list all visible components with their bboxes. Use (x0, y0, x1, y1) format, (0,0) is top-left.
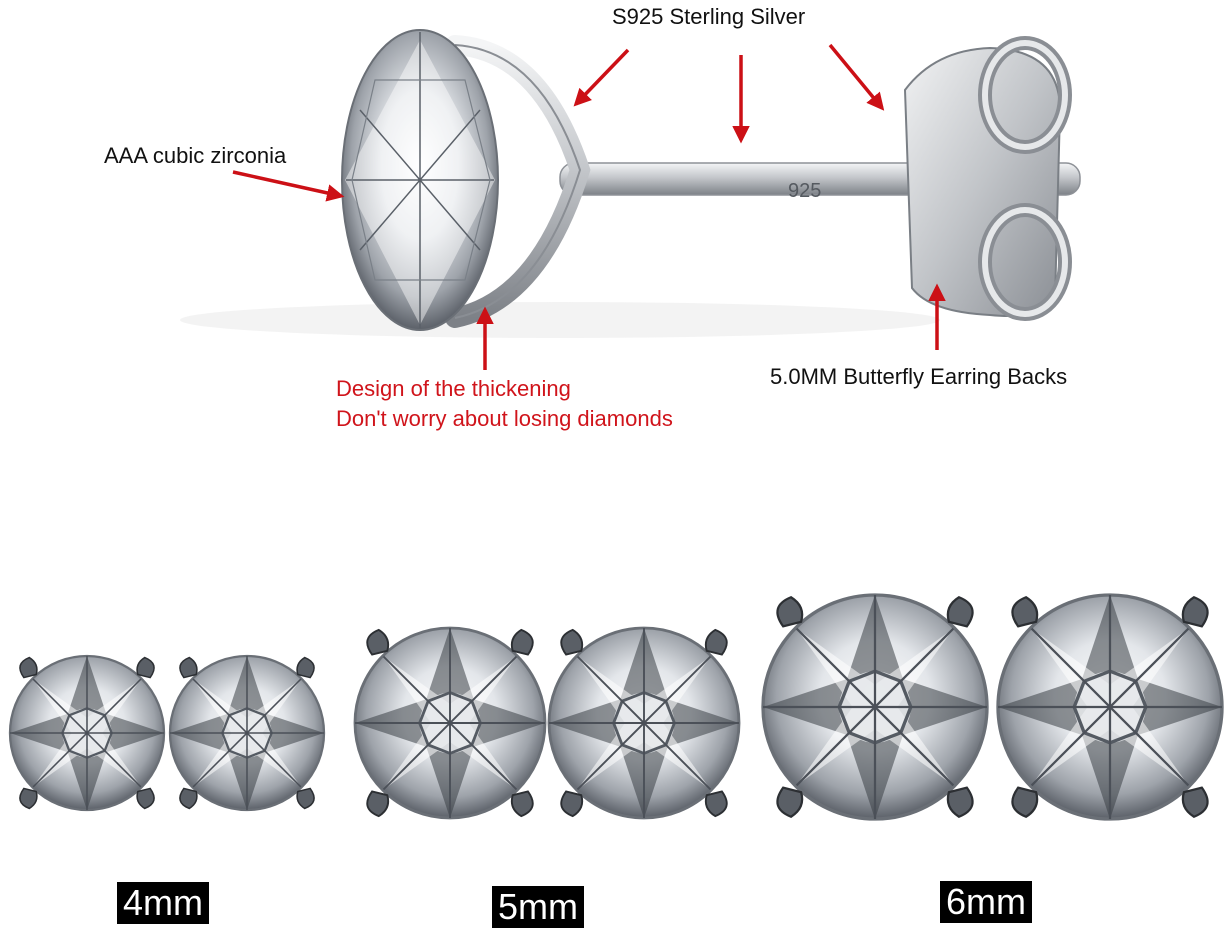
stud-4mm-left (10, 656, 164, 810)
thickening-label-line2: Don't worry about losing diamonds (336, 406, 673, 431)
zirconia-stone (341, 29, 499, 331)
butterfly-backs-label: 5.0MM Butterfly Earring Backs (770, 364, 1068, 389)
stud-6mm-left (763, 595, 987, 819)
callout-arrows (232, 43, 946, 370)
arrow-zirconia (232, 170, 345, 202)
earring-side-view: 925 (180, 29, 1081, 338)
arrow-prong (573, 48, 630, 107)
size-tag-5mm: 5mm (492, 886, 584, 928)
thickening-label-line1: Design of the thickening (336, 376, 571, 401)
post-stamp: 925 (788, 180, 821, 202)
stud-5mm-right (549, 628, 739, 818)
size-tag-6mm: 6mm (940, 881, 1032, 923)
size-tag-4mm: 4mm (117, 882, 209, 924)
cubic-zirconia-label: AAA cubic zirconia (104, 143, 287, 168)
butterfly-back (903, 36, 1072, 321)
arrow-backing-top (828, 43, 885, 111)
stud-4mm-right (170, 656, 324, 810)
sterling-silver-label: S925 Sterling Silver (612, 4, 806, 29)
stud-5mm-left (355, 628, 545, 818)
stud-6mm-right (998, 595, 1222, 819)
